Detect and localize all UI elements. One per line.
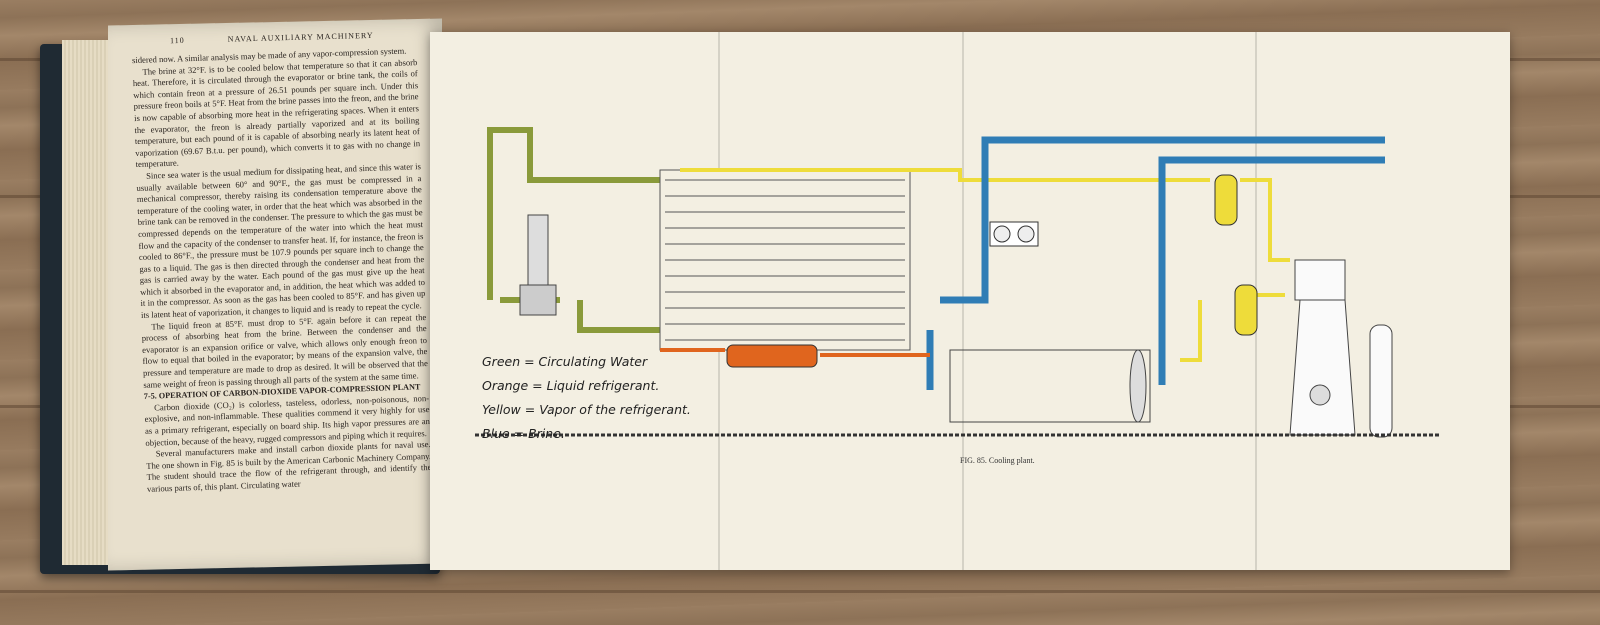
legend-item: Blue = Brine. [482,426,565,441]
brine-piping [926,136,1385,390]
gauge-icon [1017,225,1035,243]
circulating-water-piping [487,127,660,333]
brine-cooler [949,349,1151,423]
brine-cooler-head [1129,349,1147,423]
compressor [1289,259,1356,436]
oil-separator [1214,174,1238,226]
legend-item: Orange = Liquid refrigerant. [482,378,660,393]
oil-trap [1234,284,1258,336]
table-plank-seam [0,590,1600,593]
vapor-piping [680,168,1290,362]
legend-item: Green = Circulating Water [482,354,648,369]
color-legend: Green = Circulating Water Orange = Liqui… [482,350,691,446]
co2-cylinder [1369,324,1393,438]
legend-item: Yellow = Vapor of the refrigerant. [482,402,691,417]
gauge-icon [993,225,1011,243]
condenser-coils [659,169,911,351]
figure-caption: FIG. 85. Cooling plant. [960,456,1035,465]
circulating-pump [519,214,557,316]
liquid-refrigerant [660,344,930,368]
